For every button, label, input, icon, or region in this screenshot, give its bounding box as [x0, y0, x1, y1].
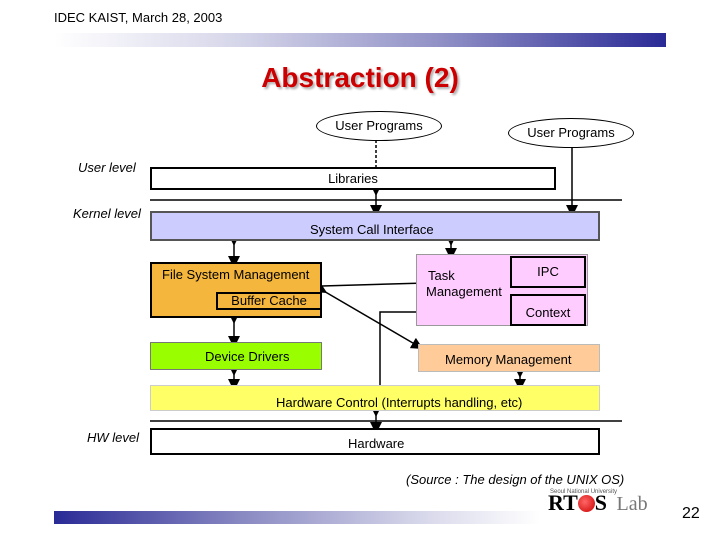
task-management-label-line1: Task [428, 268, 455, 283]
logo-text-left: RT [548, 490, 578, 515]
memory-management-label: Memory Management [445, 352, 572, 367]
user-programs-node-2: User Programs [508, 118, 634, 148]
libraries-box: Libraries [150, 167, 556, 190]
device-drivers-label: Device Drivers [205, 349, 290, 364]
user-level-label: User level [78, 160, 136, 175]
page-number: 22 [682, 505, 700, 522]
system-call-interface-box: System Call Interface [150, 211, 600, 241]
header-text: IDEC KAIST, March 28, 2003 [54, 10, 223, 25]
ipc-box: IPC [510, 256, 586, 288]
memory-management-box: Memory Management [418, 344, 600, 372]
hardware-box: Hardware [150, 428, 600, 455]
context-box: Context [510, 294, 586, 326]
rtos-lab-logo: RT S Lab [548, 490, 648, 516]
hardware-label: Hardware [348, 436, 405, 451]
buffer-cache-box: Buffer Cache [216, 292, 322, 310]
source-note: (Source : The design of the UNIX OS) [406, 472, 625, 487]
logo-suffix: Lab [616, 493, 648, 515]
hardware-control-box: Hardware Control (Interrupts handling, e… [150, 385, 600, 411]
logo-o-icon [577, 495, 595, 512]
kernel-level-label: Kernel level [73, 206, 141, 221]
bottom-gradient-bar [54, 511, 540, 524]
system-call-interface-label: System Call Interface [310, 222, 434, 237]
logo-text-right: S [594, 490, 608, 515]
top-gradient-bar [54, 33, 666, 47]
connector-filesystem-task [321, 282, 427, 287]
device-drivers-box: Device Drivers [150, 342, 322, 370]
task-management-label-line2: Management [426, 284, 502, 299]
slide-title: Abstraction (2) [261, 62, 459, 93]
hw-level-label: HW level [87, 430, 140, 445]
hardware-control-label: Hardware Control (Interrupts handling, e… [276, 395, 523, 410]
user-programs-node-1: User Programs [316, 111, 442, 141]
file-system-management-label: File System Management [162, 267, 310, 282]
connector-buffer-memory [313, 281, 424, 350]
logo-tagline: Seoul National University [550, 489, 618, 495]
